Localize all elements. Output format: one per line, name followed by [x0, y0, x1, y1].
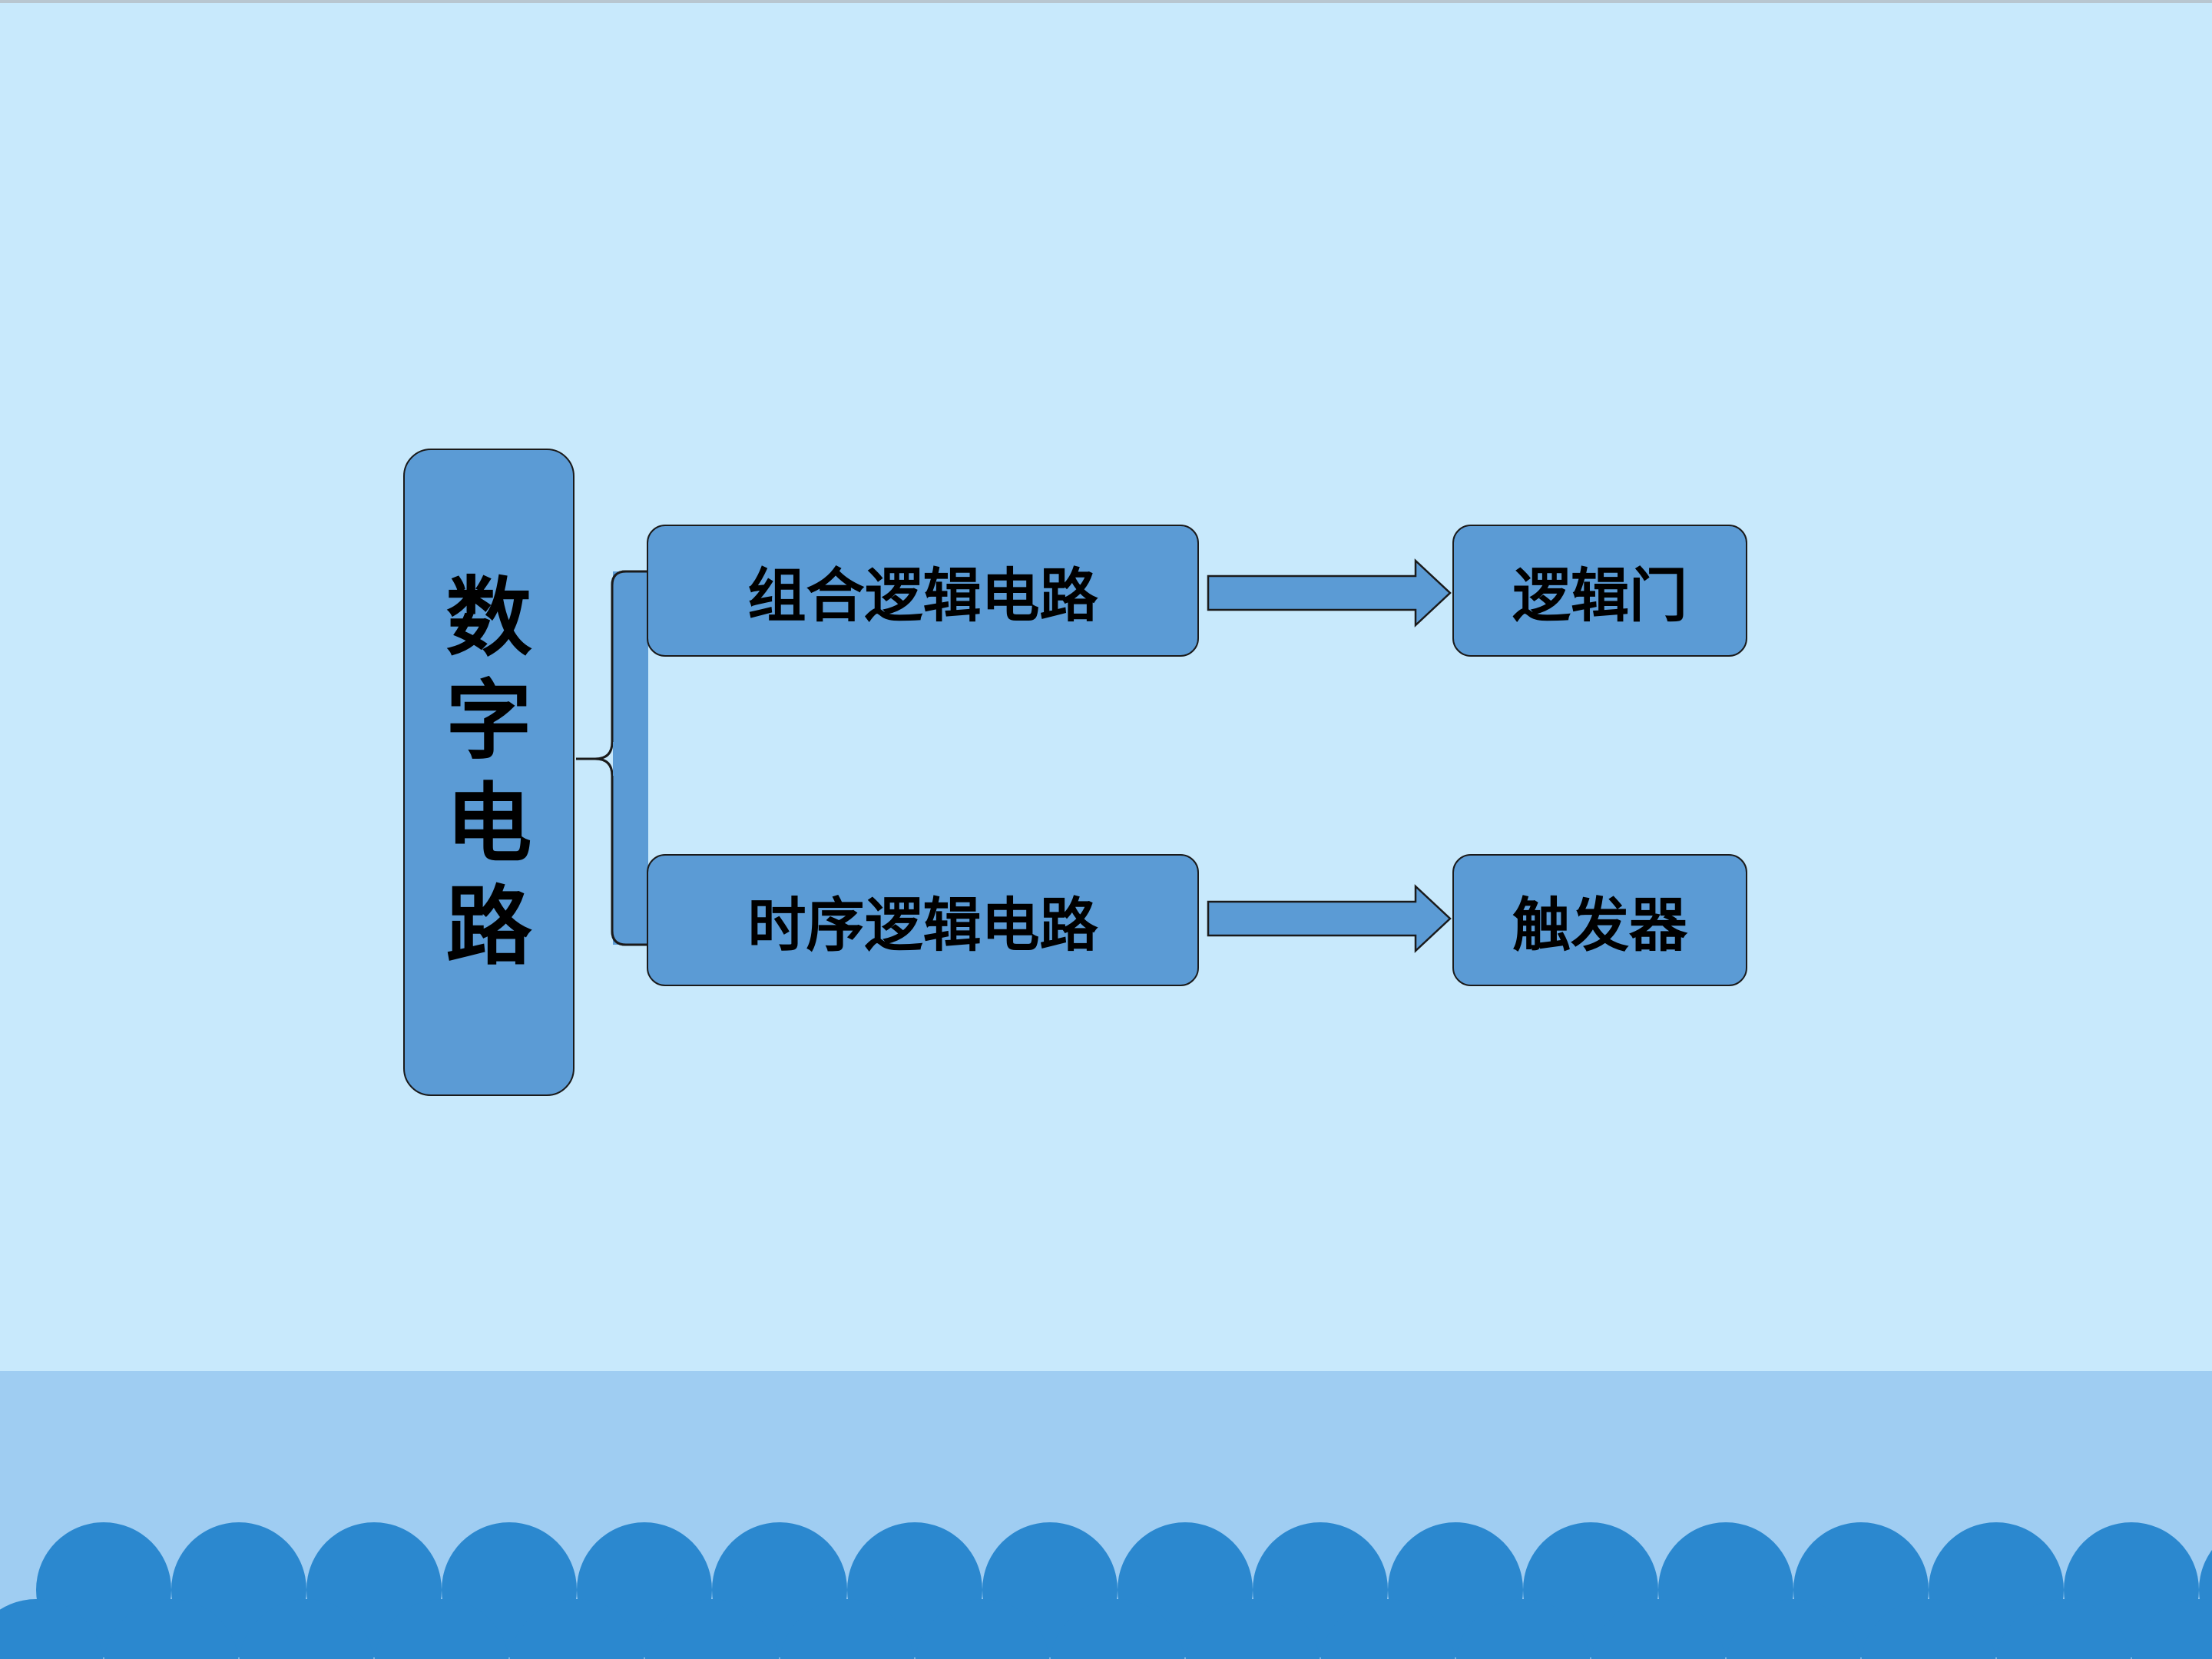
scallop — [1996, 1599, 2131, 1659]
scallop — [644, 1599, 780, 1659]
top-border-line — [0, 0, 2212, 3]
scallop — [1861, 1599, 1996, 1659]
scallop — [374, 1599, 509, 1659]
scallop — [1320, 1599, 1455, 1659]
scallop-row-front — [0, 1599, 2212, 1659]
scallop — [509, 1599, 644, 1659]
scallop — [780, 1599, 915, 1659]
scallop — [2131, 1599, 2212, 1659]
branch-node-combinational: 组合逻辑电路 — [647, 525, 1199, 657]
scallop — [239, 1599, 374, 1659]
branch-node-sequential: 时序逻辑电路 — [647, 854, 1199, 986]
arrow-seq-to-ff — [1207, 884, 1452, 953]
branch-label-combinational: 组合逻辑电路 — [747, 561, 1098, 630]
target-label-flip-flop: 触发器 — [1512, 891, 1687, 959]
scallop — [0, 1599, 104, 1659]
brace-fill — [613, 571, 648, 945]
root-node-label: 数字电路 — [445, 568, 532, 977]
scallop — [1726, 1599, 1861, 1659]
branch-label-sequential: 时序逻辑电路 — [747, 891, 1098, 959]
arrow-comb-to-gate — [1207, 558, 1452, 628]
target-node-logic-gate: 逻辑门 — [1452, 525, 1747, 657]
root-node-box: 数字电路 — [403, 449, 575, 1096]
scallop — [1185, 1599, 1320, 1659]
scallop — [1050, 1599, 1185, 1659]
scallop — [104, 1599, 239, 1659]
target-node-flip-flop: 触发器 — [1452, 854, 1747, 986]
target-label-logic-gate: 逻辑门 — [1512, 561, 1687, 630]
scallop — [1591, 1599, 1726, 1659]
decorative-wave-band — [0, 1371, 2212, 1659]
scallop — [1455, 1599, 1591, 1659]
scallop — [915, 1599, 1050, 1659]
